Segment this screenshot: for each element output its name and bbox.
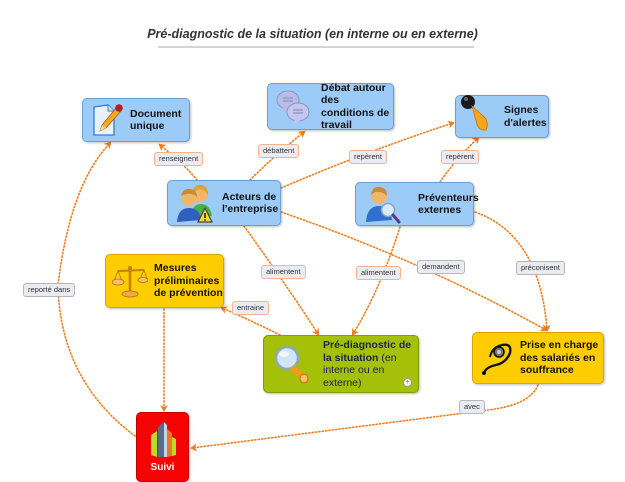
- link-label-reperent-preventeurs[interactable]: repèrent: [441, 150, 479, 164]
- link-label-renseignent[interactable]: renseignent: [154, 152, 204, 166]
- document-pencil-icon: [93, 104, 123, 136]
- scales-icon: [112, 266, 148, 298]
- link-preventeurs-prise-en-charge[interactable]: [474, 211, 551, 332]
- node-label: Document unique: [130, 107, 182, 133]
- node-signes-alertes[interactable]: Signes d'alertes: [455, 94, 549, 138]
- people-warning-icon: [177, 184, 213, 223]
- link-label-demandent[interactable]: demandent: [417, 260, 465, 274]
- node-document-unique[interactable]: Document unique: [82, 98, 190, 142]
- link-acteurs-prise-en-charge[interactable]: [280, 211, 548, 332]
- link-suivi-document-unique[interactable]: [57, 141, 136, 437]
- link-preventeurs-prediagnostic[interactable]: [351, 226, 401, 336]
- expand-toggle[interactable]: +: [403, 378, 412, 387]
- node-prediagnostic[interactable]: Pré-diagnostic de la situation (en inter…: [263, 335, 419, 393]
- link-label-avec[interactable]: avec: [459, 400, 485, 414]
- node-label: Acteurs de l'entreprise: [222, 190, 279, 216]
- bar-buildings-icon: [150, 422, 176, 458]
- horn-icon: [461, 94, 488, 130]
- connector-layer: [57, 120, 551, 452]
- diagram-title: Pré-diagnostic de la situation (en inter…: [147, 27, 478, 41]
- link-prise-en-charge-suivi[interactable]: [190, 384, 539, 452]
- magnifier-icon: [274, 345, 309, 384]
- person-magnifier-icon: [366, 186, 401, 224]
- node-label-bold: Pré-diagnostic de la situation: [323, 339, 412, 364]
- title-divider: [158, 46, 474, 48]
- link-label-debattent[interactable]: débattent: [258, 144, 300, 158]
- node-label: Mesures préliminaires de prévention: [154, 262, 223, 300]
- node-debat[interactable]: Débat autour des conditions de travail: [267, 81, 394, 132]
- node-label: Débat autour des conditions de travail: [321, 81, 390, 132]
- node-prise-en-charge[interactable]: Prise en charge des salariés en souffran…: [472, 332, 604, 384]
- node-acteurs-entreprise[interactable]: Acteurs de l'entreprise: [167, 180, 281, 226]
- link-label-alimentent-acteurs[interactable]: alimentent: [261, 265, 306, 279]
- link-acteurs-prediagnostic[interactable]: [243, 225, 320, 336]
- node-label: Signes d'alertes: [504, 104, 547, 129]
- link-acteurs-signes[interactable]: [280, 120, 455, 189]
- node-mesures-preliminaires[interactable]: Mesures préliminaires de prévention: [105, 254, 224, 308]
- link-label-reporte-dans[interactable]: reporté dans: [23, 283, 76, 297]
- node-suivi[interactable]: Suivi: [136, 412, 189, 482]
- link-label-entraine[interactable]: entraine: [232, 301, 270, 315]
- link-label-alimentent-preventeurs[interactable]: alimentent: [356, 266, 401, 280]
- node-label: Suivi: [150, 462, 175, 474]
- stethoscope-icon: [482, 343, 512, 375]
- link-label-preconisent[interactable]: préconisent: [516, 261, 565, 275]
- node-label-normal: (en interne ou en externe): [323, 351, 397, 389]
- node-label: Prise en charge des salariés en souffran…: [520, 339, 599, 377]
- node-label: Préventeurs externes: [418, 191, 479, 217]
- link-label-reperent-acteurs[interactable]: repèrent: [349, 150, 387, 164]
- speech-bubbles-icon: [276, 90, 310, 125]
- node-preventeurs-externes[interactable]: Préventeurs externes: [355, 182, 479, 226]
- node-label: Pré-diagnostic de la situation (en inter…: [323, 339, 417, 389]
- link-prediagnostic-mesures[interactable]: [220, 306, 281, 336]
